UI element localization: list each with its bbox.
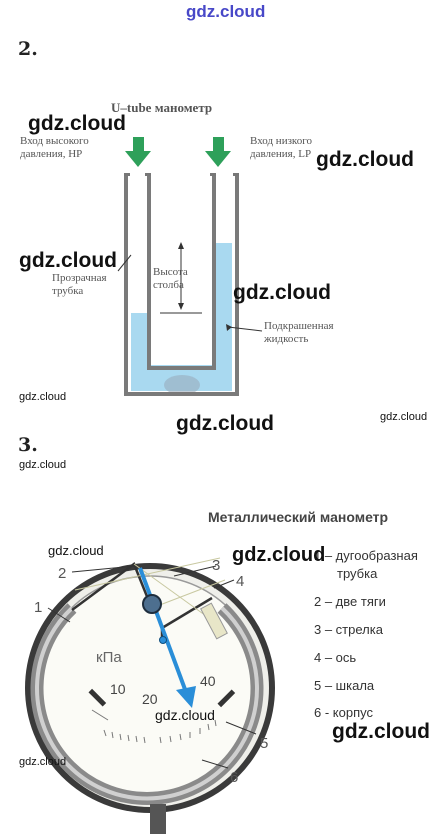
unit-label: кПа <box>96 649 122 666</box>
legend-item: 6 - корпус <box>314 705 373 720</box>
metal-gauge-diagram: кПа 10 20 40 1 2 3 4 5 6 <box>25 557 275 834</box>
u-tube <box>124 175 239 396</box>
gauge-axis <box>142 594 162 614</box>
high-pressure-label: Вход высокого давления, HP <box>20 135 89 160</box>
exercise-number: 3. <box>18 434 38 456</box>
watermark-top: gdz.cloud <box>186 2 266 21</box>
scale-label-40: 40 <box>200 673 216 689</box>
watermark: gdz.cloud <box>48 543 104 558</box>
watermark: gdz.cloud <box>380 411 428 423</box>
watermark: gdz.cloud <box>233 281 331 304</box>
low-pressure-arrow-icon <box>205 137 231 167</box>
legend-item: трубка <box>337 566 378 581</box>
legend-item: 1 – дугообразная <box>314 548 418 563</box>
watermark: gdz.cloud <box>316 148 414 171</box>
legend-item: 4 – ось <box>314 650 357 665</box>
gauge-scale <box>91 709 217 744</box>
watermark: gdz.cloud <box>19 249 117 272</box>
exercise-number: 2. <box>18 38 38 60</box>
colored-liquid-label: Подкрашенная жидкость <box>264 320 334 345</box>
column-height-label: Высота столба <box>153 266 188 291</box>
legend-item: 2 – две тяги <box>314 594 386 609</box>
column-height-arrow-icon <box>160 242 202 314</box>
scale-label-10: 10 <box>110 681 126 697</box>
callout-5: 5 <box>260 735 268 752</box>
u-tube-diagram <box>117 137 263 396</box>
watermark: gdz.cloud <box>19 459 67 471</box>
low-pressure-label: Вход низкого давления, LP <box>250 135 312 160</box>
gauge-title: Металлический манометр <box>208 509 389 525</box>
watermark: gdz.cloud <box>232 544 326 566</box>
callout-6: 6 <box>230 769 238 786</box>
watermark: gdz.cloud <box>19 391 67 403</box>
callout-3: 3 <box>212 557 220 574</box>
u-tube-title: U–tube манометр <box>111 100 213 115</box>
high-pressure-arrow-icon <box>125 137 151 167</box>
callout-1: 1 <box>34 599 42 616</box>
watermark: gdz.cloud <box>332 720 430 743</box>
watermark: gdz.cloud <box>176 412 274 435</box>
watermark: gdz.cloud <box>155 707 215 723</box>
callout-4: 4 <box>236 573 244 590</box>
gauge-stem <box>150 804 166 834</box>
gauge-needle <box>138 567 196 708</box>
legend-item: 5 – шкала <box>314 678 375 693</box>
watermark: gdz.cloud <box>28 112 126 135</box>
transparent-tube-label: Прозрачная трубка <box>52 272 107 297</box>
legend-item: 3 – стрелка <box>314 622 383 637</box>
scale-label-20: 20 <box>142 691 158 707</box>
callout-2: 2 <box>58 565 66 582</box>
watermark: gdz.cloud <box>19 756 67 768</box>
